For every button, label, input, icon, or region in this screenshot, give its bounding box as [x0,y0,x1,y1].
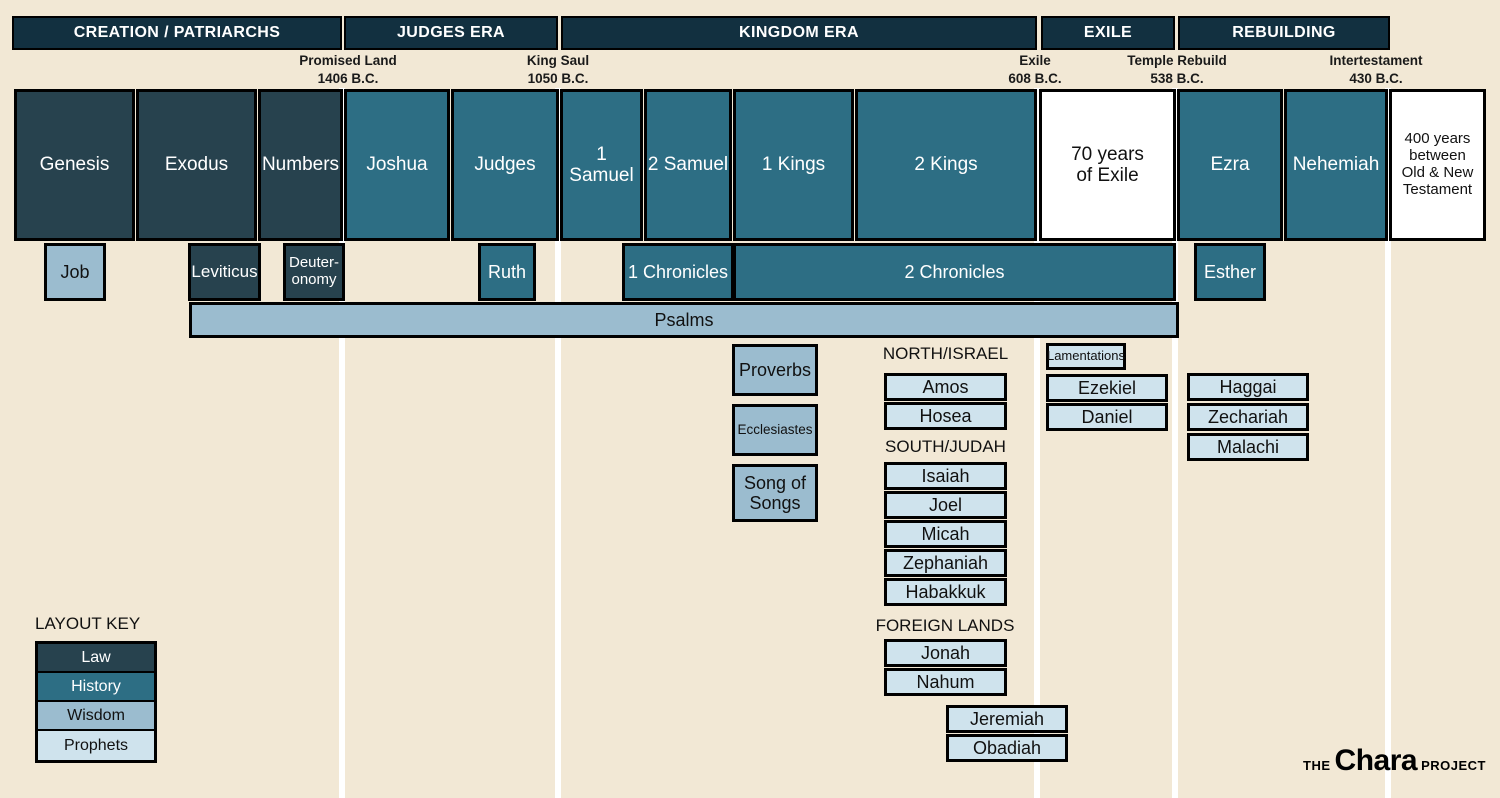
book-job[interactable]: Job [44,243,106,301]
book-malachi[interactable]: Malachi [1187,433,1309,461]
layout-key-row-prophets[interactable]: Prophets [38,731,154,760]
date-marker-temple-rebuild: Temple Rebuild 538 B.C. [1113,52,1241,88]
era-header-rebuilding[interactable]: REBUILDING [1178,16,1390,50]
logo-name: Chara [1334,744,1418,777]
date-marker-intertestament: Intertestament 430 B.C. [1312,52,1440,88]
book-joel[interactable]: Joel [884,491,1007,519]
era-header-kingdom-era[interactable]: KINGDOM ERA [561,16,1037,50]
prophet-group-caption-north-israel: NORTH/ISRAEL [882,344,1009,363]
column-divider-1 [555,88,561,798]
layout-key-title: LAYOUT KEY [35,614,141,633]
layout-key-row-wisdom[interactable]: Wisdom [38,702,154,731]
book-jeremiah[interactable]: Jeremiah [946,705,1068,733]
book-micah[interactable]: Micah [884,520,1007,548]
date-marker-title: Promised Land [299,53,397,68]
date-marker-title: Temple Rebuild [1127,53,1227,68]
prophet-group-caption-foreign-lands: FOREIGN LANDS [875,616,1015,635]
book-zephaniah[interactable]: Zephaniah [884,549,1007,577]
book-lamentations[interactable]: Lamentations [1046,343,1126,370]
book-isaiah[interactable]: Isaiah [884,462,1007,490]
date-marker-value: 1406 B.C. [317,71,379,87]
date-marker-value: 430 B.C. [1349,71,1403,87]
book-leviticus[interactable]: Leviticus [188,243,261,301]
date-marker-value: 608 B.C. [1008,71,1062,87]
book-amos[interactable]: Amos [884,373,1007,401]
book-2-chronicles[interactable]: 2 Chronicles [733,243,1176,301]
book-hosea[interactable]: Hosea [884,402,1007,430]
book-esther[interactable]: Esther [1194,243,1266,301]
book-obadiah[interactable]: Obadiah [946,734,1068,762]
book-numbers[interactable]: Numbers [258,89,343,241]
date-marker-value: 1050 B.C. [527,71,589,87]
column-divider-0 [339,88,345,798]
date-marker-promised-land: Promised Land 1406 B.C. [284,52,412,88]
logo-project: PROJECT [1421,758,1486,773]
book-2-kings[interactable]: 2 Kings [855,89,1037,241]
book-nehemiah[interactable]: Nehemiah [1284,89,1388,241]
book-ruth[interactable]: Ruth [478,243,536,301]
book-jonah[interactable]: Jonah [884,639,1007,667]
book-genesis[interactable]: Genesis [14,89,135,241]
layout-key-row-law[interactable]: Law [38,644,154,673]
era-header-exile[interactable]: EXILE [1041,16,1175,50]
chara-project-logo: THE Chara PROJECT [1303,746,1486,776]
book-nahum[interactable]: Nahum [884,668,1007,696]
layout-key-row-history[interactable]: History [38,673,154,702]
book-zechariah[interactable]: Zechariah [1187,403,1309,431]
book-2-samuel[interactable]: 2 Samuel [644,89,732,241]
book-proverbs[interactable]: Proverbs [732,344,818,396]
date-marker-king-saul: King Saul 1050 B.C. [494,52,622,88]
book-ezekiel[interactable]: Ezekiel [1046,374,1168,402]
column-divider-4 [1385,88,1391,798]
book-judges[interactable]: Judges [451,89,559,241]
book-habakkuk[interactable]: Habakkuk [884,578,1007,606]
date-marker-title: Intertestament [1329,53,1423,68]
book-daniel[interactable]: Daniel [1046,403,1168,431]
prophet-group-caption-south-judah: SOUTH/JUDAH [885,437,1006,456]
era-header-creation-patriarchs[interactable]: CREATION / PATRIARCHS [12,16,342,50]
date-marker-title: King Saul [526,53,590,68]
column-divider-3 [1172,88,1178,798]
book-ezra[interactable]: Ezra [1177,89,1283,241]
book-joshua[interactable]: Joshua [344,89,450,241]
column-divider-2 [1034,88,1040,798]
logo-the: THE [1303,758,1331,773]
book-haggai[interactable]: Haggai [1187,373,1309,401]
book-deuter-onomy[interactable]: Deuter-onomy [283,243,345,301]
era-header-judges-era[interactable]: JUDGES ERA [344,16,558,50]
date-marker-title: Exile [1019,53,1051,68]
date-marker-exile: Exile 608 B.C. [971,52,1099,88]
book-psalms[interactable]: Psalms [189,302,1179,338]
book-1-kings[interactable]: 1 Kings [733,89,854,241]
book-1-samuel[interactable]: 1 Samuel [560,89,643,241]
book-ecclesiastes[interactable]: Ecclesiastes [732,404,818,456]
book-1-chronicles[interactable]: 1 Chronicles [622,243,734,301]
date-marker-value: 538 B.C. [1150,71,1204,87]
book-exodus[interactable]: Exodus [136,89,257,241]
